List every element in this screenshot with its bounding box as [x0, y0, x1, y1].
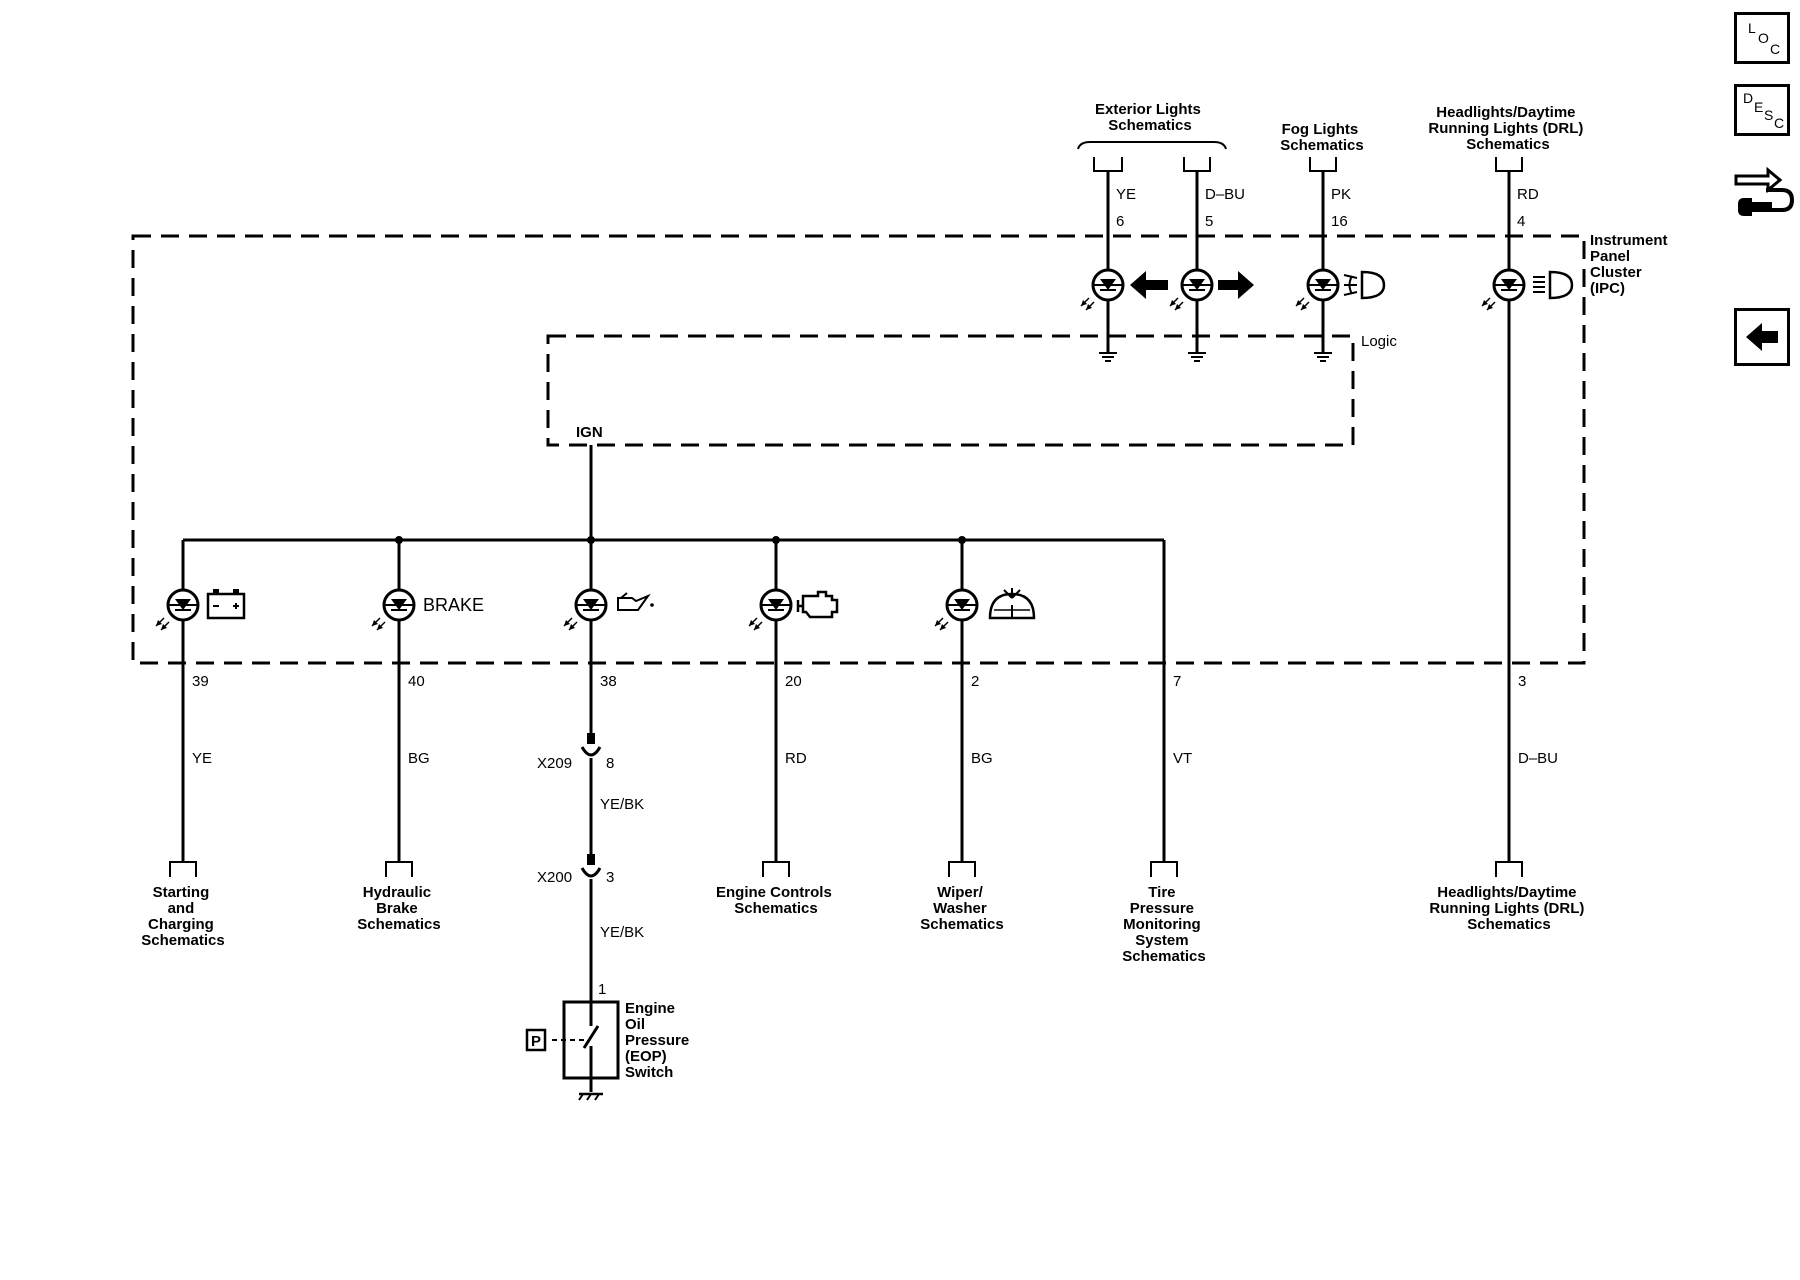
- connector-x209: [580, 733, 602, 757]
- high-beam-lamp: [1480, 268, 1526, 312]
- pin-7: 7: [1173, 673, 1181, 690]
- repair-tools-button[interactable]: [1732, 160, 1795, 222]
- ground-symbol: [1097, 341, 1119, 363]
- connector-fog: [1309, 157, 1337, 172]
- check-engine-lamp: [747, 588, 793, 632]
- engine-controls-ref: Engine Controls Schematics: [716, 884, 836, 917]
- eop-switch: [552, 1000, 620, 1080]
- eop-pin-1: 1: [598, 981, 606, 998]
- pin-16: 16: [1331, 213, 1348, 230]
- eop-switch-label: Engine Oil Pressure (EOP) Switch: [625, 1000, 693, 1081]
- svg-text:O: O: [1758, 30, 1769, 46]
- headlights-ref-top: Headlights/Daytime Running Lights (DRL) …: [1428, 104, 1587, 153]
- loc-button[interactable]: L O C: [1734, 12, 1790, 64]
- svg-text:S: S: [1764, 107, 1773, 123]
- ipc-boundary: [131, 234, 1586, 665]
- svg-text:C: C: [1770, 41, 1780, 57]
- fog-lights-ref: Fog Lights Schematics: [1280, 121, 1363, 154]
- svg-text:C: C: [1774, 115, 1784, 131]
- wire-color-ye-bk-2: YE/BK: [600, 924, 644, 941]
- fog-lamp-indicator: [1294, 268, 1340, 312]
- left-turn-lamp: [1079, 268, 1125, 312]
- connector-ext-dbu: [1183, 157, 1211, 172]
- wrench-arrows-icon: [1734, 166, 1795, 216]
- ground-symbol: [1312, 341, 1334, 363]
- wire-color-dbu: D–BU: [1518, 750, 1558, 767]
- wire-color-rd: RD: [785, 750, 807, 767]
- ground-symbol: [1186, 341, 1208, 363]
- engine-icon: [796, 590, 839, 619]
- wire-color-vt: VT: [1173, 750, 1192, 767]
- connector-tire: [1150, 861, 1178, 877]
- pin-5: 5: [1205, 213, 1213, 230]
- logic-boundary: [546, 334, 1355, 447]
- connector-brake: [385, 861, 413, 877]
- pin-4: 4: [1517, 213, 1525, 230]
- svg-text:E: E: [1754, 99, 1763, 115]
- pin-3: 3: [1518, 673, 1526, 690]
- connector-wiper: [948, 861, 976, 877]
- ipc-label: Instrument Panel Cluster (IPC): [1590, 232, 1672, 297]
- wire-color-ye-bk-1: YE/BK: [600, 796, 644, 813]
- connector-starting: [169, 861, 197, 877]
- fog-light-icon: [1343, 270, 1386, 300]
- x209-pin: 8: [606, 755, 614, 772]
- ign-label: IGN: [576, 424, 603, 441]
- wire-color-bg: BG: [408, 750, 430, 767]
- wire-color-dbu: D–BU: [1205, 186, 1245, 203]
- desc-button[interactable]: D E S C: [1734, 84, 1790, 136]
- pin-38: 38: [600, 673, 617, 690]
- x200-pin: 3: [606, 869, 614, 886]
- back-arrow-icon: [1746, 323, 1778, 351]
- pin-20: 20: [785, 673, 802, 690]
- oil-pressure-lamp: [562, 588, 608, 632]
- pressure-symbol: P: [525, 1028, 547, 1052]
- connector-head-top: [1495, 157, 1523, 172]
- back-button[interactable]: [1734, 308, 1790, 366]
- svg-text:D: D: [1743, 90, 1753, 106]
- loc-icon: L O C: [1748, 20, 1780, 57]
- brake-lamp: [370, 588, 416, 632]
- hydraulic-brake-ref: Hydraulic Brake Schematics: [357, 884, 440, 933]
- exterior-lights-bracket: [1077, 141, 1227, 150]
- pin-39: 39: [192, 673, 209, 690]
- washer-fluid-lamp: [933, 588, 979, 632]
- chassis-ground-icon: [578, 1078, 603, 1101]
- left-arrow-icon: [1130, 271, 1168, 299]
- connector-ext-ye: [1093, 157, 1123, 172]
- connector-engine: [762, 861, 790, 877]
- wire-color-rd: RD: [1517, 186, 1539, 203]
- pin-6: 6: [1116, 213, 1124, 230]
- x200-label: X200: [537, 869, 572, 886]
- charge-lamp: [154, 588, 200, 632]
- logic-label: Logic: [1361, 333, 1397, 350]
- right-turn-lamp: [1168, 268, 1214, 312]
- windshield-washer-icon: [988, 588, 1036, 620]
- pin-2: 2: [971, 673, 979, 690]
- brake-indicator-text: BRAKE: [423, 595, 484, 615]
- desc-icon: D E S C: [1743, 90, 1784, 131]
- wire-color-pk: PK: [1331, 186, 1351, 203]
- pin-40: 40: [408, 673, 425, 690]
- wire-color-ye: YE: [1116, 186, 1136, 203]
- wire-color-bg: BG: [971, 750, 993, 767]
- svg-text:P: P: [531, 1033, 541, 1050]
- exterior-lights-ref: Exterior Lights Schematics: [1095, 101, 1205, 134]
- right-arrow-icon: [1218, 271, 1254, 299]
- headlights-ref-bottom: Headlights/Daytime Running Lights (DRL) …: [1429, 884, 1588, 933]
- connector-x200: [580, 854, 602, 878]
- svg-text:L: L: [1748, 20, 1756, 36]
- battery-icon: [206, 589, 246, 620]
- wire-color-ye: YE: [192, 750, 212, 767]
- starting-charging-ref: Starting and Charging Schematics: [141, 884, 224, 949]
- wiper-washer-ref: Wiper/ Washer Schematics: [920, 884, 1003, 933]
- x209-label: X209: [537, 755, 572, 772]
- connector-head-bottom: [1495, 861, 1523, 877]
- high-beam-icon: [1533, 270, 1574, 300]
- tpms-ref: Tire Pressure Monitoring System Schemati…: [1122, 884, 1205, 965]
- oil-can-icon: [617, 592, 654, 611]
